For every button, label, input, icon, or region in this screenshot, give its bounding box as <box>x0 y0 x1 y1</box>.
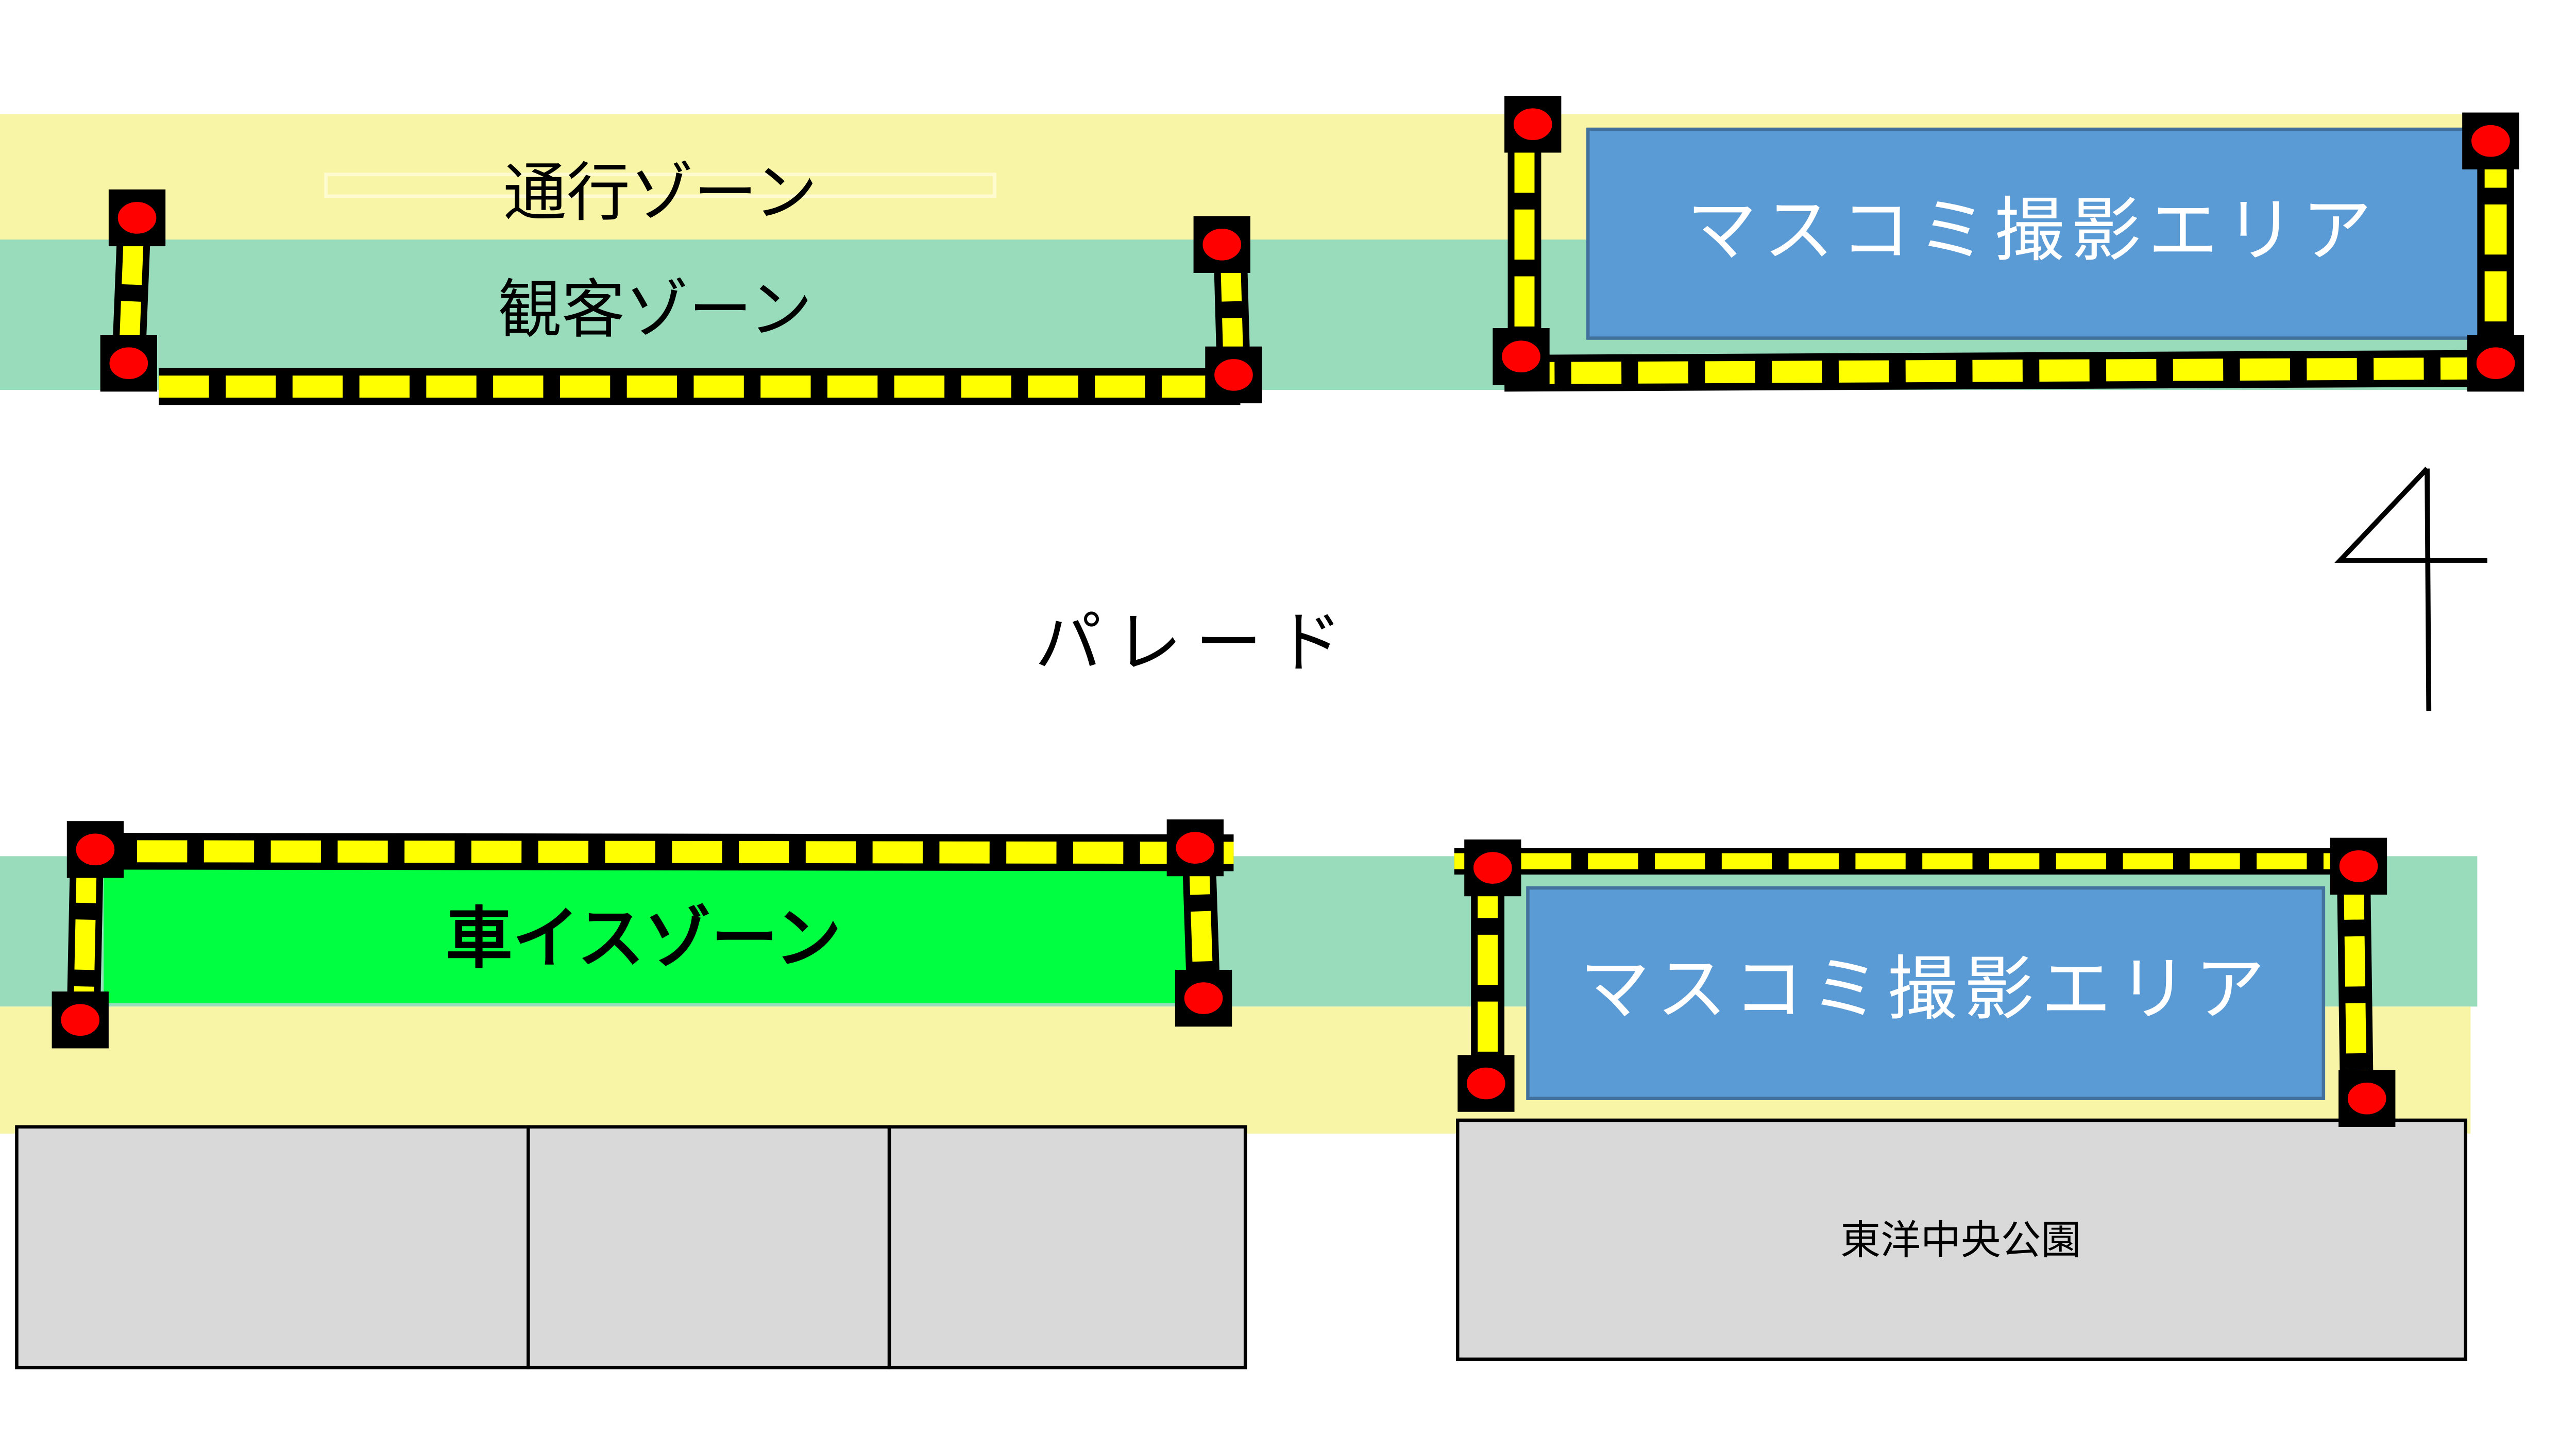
warning-lamp <box>74 832 116 867</box>
press-area-bottom-label: マスコミ撮影エリア <box>1580 949 2272 1030</box>
park-label: 東洋中央公園 <box>1840 1218 2081 1264</box>
park-area <box>1455 1118 2467 1361</box>
barrier-stripes <box>70 840 1234 864</box>
warning-lamp <box>2475 346 2517 381</box>
warning-lamp <box>1201 227 1243 262</box>
barrier-stripes <box>73 852 97 1012</box>
warning-lamp <box>1212 357 1255 392</box>
warning-lamp <box>1500 339 1543 374</box>
warning-lamp <box>1512 107 1554 142</box>
building-1 <box>15 1125 530 1370</box>
barriers <box>52 96 2524 1127</box>
barrier-stripes <box>2343 869 2367 1104</box>
press-area-top <box>1586 127 2481 340</box>
building-3 <box>887 1125 1247 1370</box>
warning-lamp <box>1471 850 1514 886</box>
warning-lamp <box>2337 848 2380 884</box>
press-area-bottom <box>1526 886 2326 1101</box>
wheelchair-zone-label: 車イスゾーン <box>446 900 841 978</box>
warning-lamp <box>116 200 158 235</box>
warning-lamp <box>1465 1066 1507 1101</box>
handwritten-four-mark <box>2334 467 2487 711</box>
barrier-stripes <box>1504 357 2521 385</box>
parade-label: パレード <box>1035 604 1355 681</box>
wheelchair-zone <box>104 869 1191 1003</box>
traffic-zone-label-box <box>324 173 996 198</box>
press-area-top-label: マスコミ撮影エリア <box>1687 190 2379 271</box>
warning-lamp <box>59 1002 101 1038</box>
building-2 <box>527 1125 891 1370</box>
warning-lamp <box>1174 830 1216 866</box>
spectator-zone-label: 観客ゾーン <box>498 273 812 347</box>
warning-lamp <box>2469 123 2512 159</box>
warning-lamp <box>108 346 150 381</box>
warning-lamp <box>1182 981 1225 1016</box>
traffic-zone-label: 通行ゾーン <box>503 156 817 230</box>
warning-lamp <box>2346 1081 2388 1116</box>
